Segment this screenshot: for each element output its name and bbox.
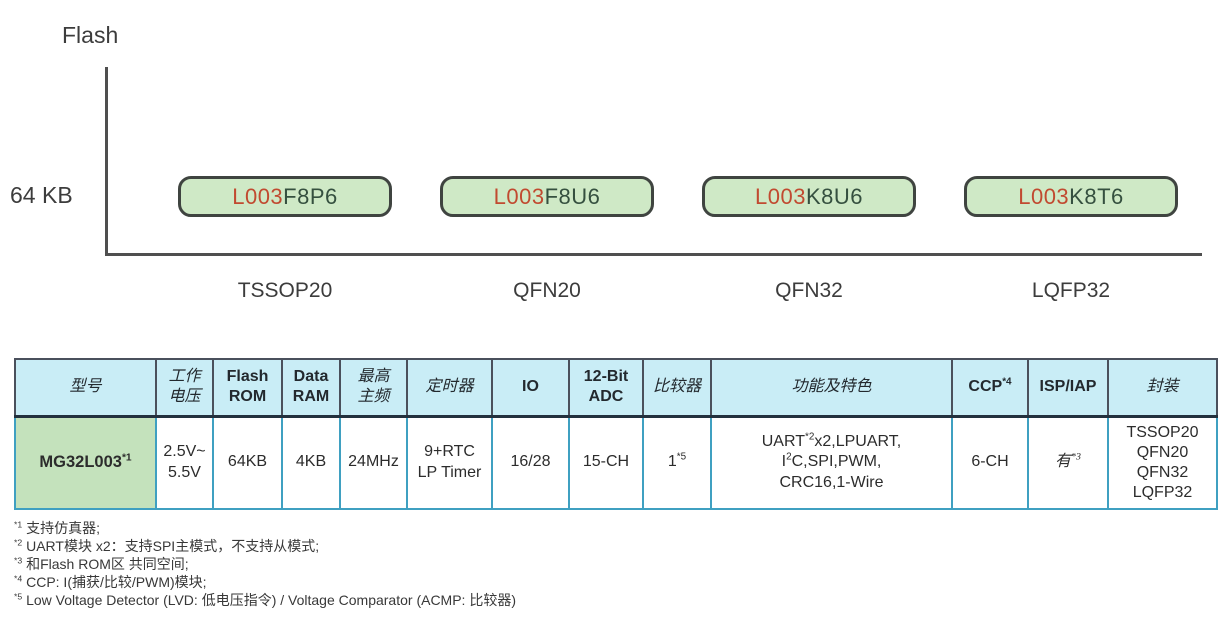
flash-size-label: 64 KB	[10, 182, 73, 208]
cell-isp-iap: 有*3	[1027, 415, 1109, 510]
cell-comparator: 1*5	[642, 415, 712, 510]
footnote-4: *4 CCP: I(捕获/比较/PWM)模块;	[14, 573, 207, 590]
col-header-isp-iap: ISP/IAP	[1027, 358, 1109, 418]
col-header-comparator: 比较器	[642, 358, 712, 418]
cell-features: UART*2x2,LPUART,I2C,SPI,PWM,CRC16,1-Wire	[710, 415, 953, 510]
cell-max-freq: 24MHz	[339, 415, 408, 510]
cell-adc: 15-CH	[568, 415, 644, 510]
cell-io: 16/28	[491, 415, 570, 510]
part-number-prefix: L003	[232, 183, 284, 209]
y-axis-line	[105, 67, 108, 256]
footnote-3: *3 和Flash ROM区 共同空间;	[14, 555, 189, 572]
col-header-max-freq: 最高主频	[339, 358, 408, 418]
cell-data-ram: 4KB	[281, 415, 341, 510]
col-header-model: 型号	[14, 358, 157, 418]
footnotes: *1 支持仿真器; *2 UART模块 x2：支持SPI主模式，不支持从模式; …	[14, 519, 1214, 609]
x-axis-line	[105, 253, 1202, 256]
col-header-timer: 定时器	[406, 358, 493, 418]
col-header-io: IO	[491, 358, 570, 418]
package-label-lqfp32: LQFP32	[1031, 279, 1111, 302]
footnote-5: *5 Low Voltage Detector (LVD: 低电压指令) / V…	[14, 591, 516, 608]
footnote-1: *1 支持仿真器;	[14, 519, 100, 536]
col-header-package: 封装	[1107, 358, 1218, 418]
col-header-voltage: 工作电压	[155, 358, 214, 418]
cell-model: MG32L003*1	[14, 415, 157, 510]
part-number-suffix: K8T6	[1069, 183, 1124, 209]
package-label-qfn20: QFN20	[513, 279, 581, 302]
package-label-qfn32: QFN32	[775, 279, 843, 302]
cell-ccp: 6-CH	[951, 415, 1029, 510]
part-number-suffix: F8U6	[544, 183, 601, 209]
part-number-prefix: L003	[1018, 183, 1070, 209]
col-header-ccp: CCP*4	[951, 358, 1029, 418]
footnote-2: *2 UART模块 x2：支持SPI主模式，不支持从模式;	[14, 537, 320, 554]
part-number-suffix: K8U6	[805, 183, 863, 209]
part-number-suffix: F8P6	[283, 183, 338, 209]
cell-flash-rom: 64KB	[212, 415, 283, 510]
col-header-features: 功能及特色	[710, 358, 953, 418]
flash-axis-title: Flash	[62, 22, 119, 48]
cell-voltage: 2.5V~5.5V	[155, 415, 214, 510]
package-label-tssop20: TSSOP20	[237, 279, 333, 302]
spec-table-data-row: MG32L003*1 2.5V~5.5V 64KB 4KB 24MHz 9+RT…	[14, 415, 1218, 510]
part-number-prefix: L003	[755, 183, 806, 209]
part-number-prefix: L003	[493, 183, 545, 209]
